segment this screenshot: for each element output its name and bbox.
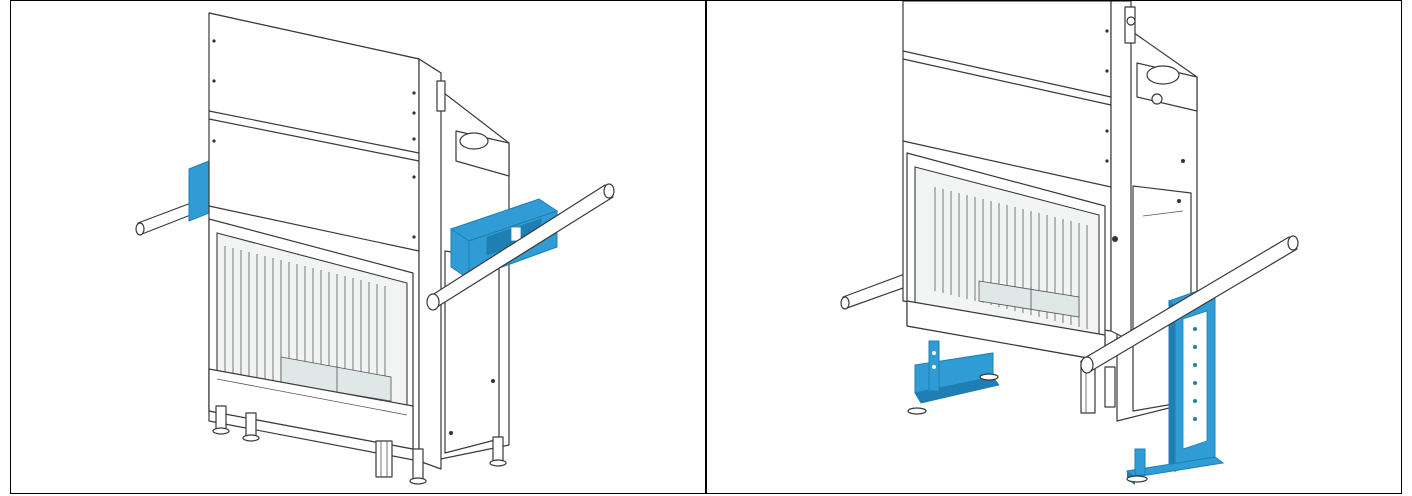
fireplace-lift-bracket-illustration	[135, 12, 615, 485]
feet	[212, 405, 507, 485]
lower-left-support	[907, 340, 1116, 415]
right-carrying-bar	[1080, 235, 1299, 374]
right-carrying-bar	[426, 183, 615, 311]
left-illustration-panel	[10, 0, 706, 494]
left-bracket-small	[188, 160, 210, 222]
firebox-window	[208, 218, 414, 450]
right-illustration-panel	[706, 0, 1402, 494]
fireplace-support-legs-illustration	[840, 1, 1299, 485]
firebox-window	[906, 152, 1118, 362]
